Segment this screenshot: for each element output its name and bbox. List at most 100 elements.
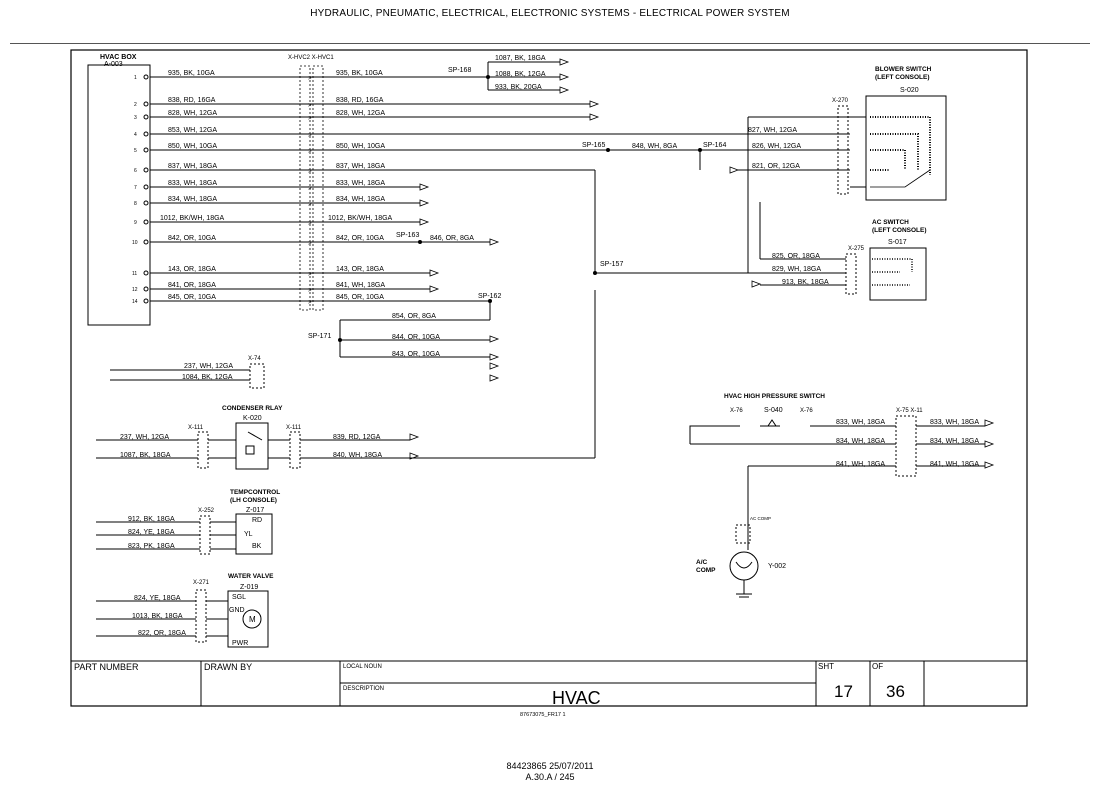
hp-switch-title: HVAC HIGH PRESSURE SWITCH [724,393,825,400]
tempcontrol-pin: YL [244,531,253,538]
drawing-frame [70,49,1028,707]
water-valve-conn: X-271 [193,580,210,586]
wire-label: 841, WH, 18GA [930,461,979,468]
hp-switch-conn-out: X-75 X-11 [896,408,923,414]
svg-text:>: > [308,76,312,82]
wire-label: 822, OR, 18GA [138,630,186,637]
svg-text:>: > [308,241,312,247]
blower-switch-conn: X-270 [832,98,849,104]
wire-label: 828, WH, 12GA [168,110,217,117]
blower-switch-box [865,95,947,201]
svg-text:M: M [249,615,256,624]
wire-labels-right: 935, BK, 10GA 838, RD, 16GA 828, WH, 12G… [328,70,393,301]
tempcontrol-title: TEMPCONTROL [230,489,280,496]
wire-label: 843, OR, 10GA [392,351,440,358]
main-wire-lines [150,76,850,302]
description-value: HVAC [552,688,601,708]
condenser-relay-title: CONDENSER RLAY [222,405,283,412]
wire-label: 913, BK, 18GA [782,279,829,286]
blower-switch-title: BLOWER SWITCH [875,66,932,73]
wire-label: 841, WH, 18GA [336,282,385,289]
wire-label: 825, OR, 18GA [772,253,820,260]
condenser-relay-id: K-020 [243,415,262,422]
local-noun-label: LOCAL NOUN [343,664,382,670]
sheet-total: 36 [886,682,905,701]
hp-switch-conn-right: X-76 [800,408,813,414]
x111-left: X-111 [188,425,204,431]
hvac-box-id: A-003 [104,61,123,68]
wire-label: 829, WH, 18GA [772,266,821,273]
wire-label: 845, OR, 10GA [336,294,384,301]
ac-switch-title: AC SWITCH [872,219,909,226]
wire-label: 840, WH, 18GA [333,452,382,459]
wire-label: 842, OR, 10GA [336,235,384,242]
tempcontrol-title2: (LH CONSOLE) [230,497,277,504]
svg-text:>: > [308,202,312,208]
ac-comp-tag: AC COMP [750,516,771,521]
description-label: DESCRIPTION [343,686,384,692]
wire-label: 826, WH, 12GA [752,143,801,150]
svg-text:10: 10 [132,240,138,246]
wire-label: 833, WH, 18GA [168,180,217,187]
ac-comp-label: A/C [696,559,708,566]
svg-text:>: > [308,133,312,139]
wire-label: 850, WH, 10GA [168,143,217,150]
hp-switch-id: S-040 [764,407,783,414]
wire-labels-left: 935, BK, 10GA 838, RD, 16GA 828, WH, 12G… [160,70,225,301]
tempcontrol-pin: BK [252,543,262,550]
wire-label: 824, YE, 18GA [128,529,175,536]
splice-label: SP-162 [478,293,501,300]
hp-switch-conn-left: X-76 [730,408,743,414]
svg-text:5: 5 [134,148,137,154]
ac-switch-title2: (LEFT CONSOLE) [872,227,927,234]
wire-label: 1012, BK/WH, 18GA [160,215,225,222]
drawn-by-label: DRAWN BY [204,662,252,672]
water-valve-pin: PWR [232,640,248,647]
svg-text:>: > [308,116,312,122]
wire-label: 838, RD, 16GA [336,97,384,104]
arrow-terminals [409,58,995,469]
wire-label: 1087, BK, 18GA [120,452,171,459]
wire-label: 841, WH, 18GA [836,461,885,468]
blower-switch-contacts [870,116,931,188]
wire-label: 846, OR, 8GA [430,235,474,242]
svg-text:>: > [308,221,312,227]
ac-switch-id: S-017 [888,239,907,246]
wire-label: 1013, BK, 18GA [132,613,183,620]
svg-text:9: 9 [134,220,137,226]
x111-right: X-111 [286,425,302,431]
svg-text:>: > [308,272,312,278]
wire-label: 853, WH, 12GA [168,127,217,134]
splice-label: SP-163 [396,232,419,239]
water-valve-pin: GND [229,607,245,614]
hvac-box [87,64,151,326]
svg-text:6: 6 [134,168,137,174]
blower-switch-id: S-020 [900,87,919,94]
wire-label: 837, WH, 18GA [168,163,217,170]
svg-text:>: > [308,169,312,175]
wire-label: 824, YE, 18GA [134,595,181,602]
header-rule [10,43,1090,44]
wire-label: 833, WH, 18GA [836,419,885,426]
sheet-number: 17 [834,682,853,701]
sht-label: SHT [818,662,834,671]
water-valve-pin: SGL [232,594,246,601]
wire-label: 838, RD, 16GA [168,97,216,104]
svg-text:14: 14 [132,299,138,305]
wire-label: 834, WH, 18GA [168,196,217,203]
wire-label: 834, WH, 18GA [930,438,979,445]
svg-text:>: > [308,103,312,109]
wire-label: 1088, BK, 12GA [495,71,546,78]
svg-text:2: 2 [134,102,137,108]
wire-label: 842, OR, 10GA [168,235,216,242]
wire-label: 848, WH, 8GA [632,143,677,150]
wire-label: 933, BK, 20GA [495,84,542,91]
water-valve-title: WATER VALVE [228,573,274,580]
splice-label: SP-157 [600,261,623,268]
wire-label: 854, OR, 8GA [392,313,436,320]
splice-label: SP-164 [703,142,726,149]
svg-text:3: 3 [134,115,137,121]
wire-label: 827, WH, 12GA [748,127,797,134]
wire-label: 935, BK, 10GA [168,70,215,77]
wire-label: 1084, BK, 12GA [182,374,233,381]
